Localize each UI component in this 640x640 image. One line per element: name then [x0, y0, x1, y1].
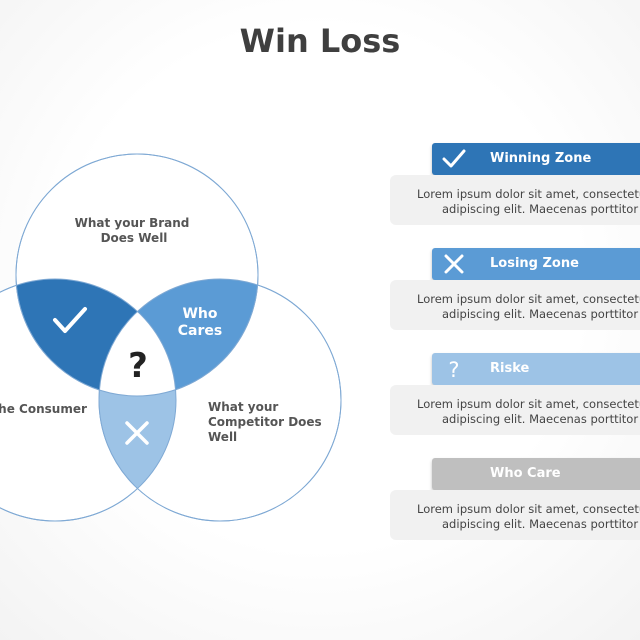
check-icon — [53, 307, 87, 333]
consumer-label: The Consumer — [0, 402, 87, 416]
brand-label-line2: Does Well — [101, 231, 168, 245]
legend-text-line1: Lorem ipsum dolor sit amet, consectetur — [417, 397, 640, 411]
legend-text-line1: Lorem ipsum dolor sit amet, consectetur — [417, 502, 640, 516]
legend-text-line2: adipiscing elit. Maecenas porttitor — [442, 307, 639, 321]
who-cares-line1: Who — [182, 306, 217, 322]
legend-text-line2: adipiscing elit. Maecenas porttitor — [442, 202, 639, 216]
legend-body: Lorem ipsum dolor sit amet, consectetur … — [390, 280, 640, 330]
legend-header-winning: Winning Zone — [432, 143, 640, 175]
legend-text-line2: adipiscing elit. Maecenas porttitor — [442, 517, 639, 531]
svg-text:?: ? — [448, 358, 459, 380]
legend-label: Who Care — [490, 466, 561, 481]
legend-body: Lorem ipsum dolor sit amet, consectetur … — [390, 490, 640, 540]
legend-text-line1: Lorem ipsum dolor sit amet, consectetur — [417, 187, 640, 201]
close-icon — [444, 254, 464, 274]
who-cares-line2: Cares — [178, 323, 222, 339]
close-icon — [125, 421, 149, 445]
legend-label: Riske — [490, 361, 530, 376]
competitor-label-line3: Well — [208, 430, 237, 444]
check-icon — [442, 149, 466, 168]
question-icon: ? — [448, 358, 459, 380]
legend-label: Winning Zone — [490, 151, 592, 166]
legend-body: Lorem ipsum dolor sit amet, consectetur … — [390, 385, 640, 435]
legend-header-who-care: Who Care — [432, 458, 640, 490]
legend-label: Losing Zone — [490, 256, 579, 271]
competitor-label-line1: What your — [208, 400, 278, 414]
brand-label-line1: What your Brand — [75, 216, 190, 230]
legend-text-line1: Lorem ipsum dolor sit amet, consectetur — [417, 292, 640, 306]
legend-text-line2: adipiscing elit. Maecenas porttitor — [442, 412, 639, 426]
legend-header-losing: Losing Zone — [432, 248, 640, 280]
center-question-mark: ? — [128, 346, 148, 386]
page-title: Win Loss — [239, 22, 401, 60]
competitor-label-line2: Competitor Does — [208, 415, 322, 429]
legend-body: Lorem ipsum dolor sit amet, consectetur … — [390, 175, 640, 225]
legend-header-riske: ? Riske — [432, 353, 640, 385]
